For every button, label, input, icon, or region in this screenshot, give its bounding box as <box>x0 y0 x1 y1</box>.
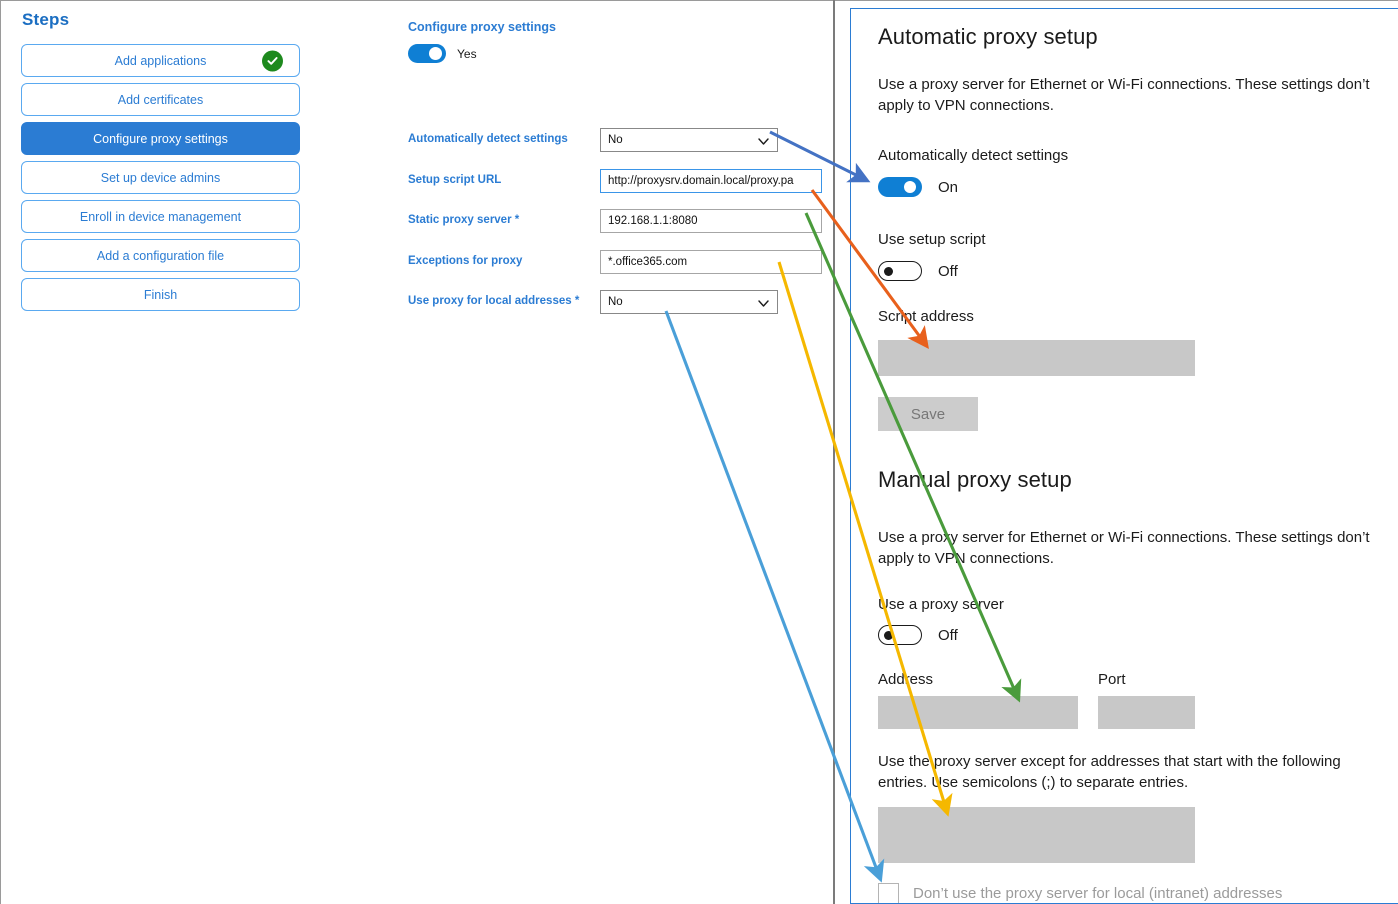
field-label-text: Automatically detect settings <box>408 133 568 146</box>
configure-proxy-toggle-row: Yes <box>408 44 477 63</box>
input-value <box>878 340 1195 356</box>
setup-script-url-input[interactable]: http://proxysrv.domain.local/proxy.pa <box>600 169 822 193</box>
vertical-divider <box>833 0 835 904</box>
field-row-setup-script-url: Setup script URL http://proxysrv.domain.… <box>408 169 828 193</box>
save-button[interactable]: Save <box>878 397 978 431</box>
step-add-applications[interactable]: Add applications <box>21 44 300 77</box>
step-configure-proxy-settings[interactable]: Configure proxy settings <box>21 122 300 155</box>
field-row-automatically-detect-settings: Automatically detect settings No <box>408 128 828 152</box>
script-address-input[interactable] <box>878 340 1195 376</box>
port-input[interactable] <box>1098 696 1195 729</box>
check-circle-icon <box>262 50 283 71</box>
exceptions-input[interactable] <box>878 807 1195 863</box>
toggle-state-label: On <box>938 178 959 196</box>
use-a-proxy-server-label: Use a proxy server <box>878 596 1004 613</box>
configure-proxy-toggle[interactable] <box>408 44 446 63</box>
chevron-down-icon <box>757 296 770 309</box>
input-value: 192.168.1.1:8080 <box>608 215 698 227</box>
toggle-state-label: Off <box>938 262 958 280</box>
save-button-label: Save <box>910 405 946 423</box>
step-label: Add applications <box>114 53 207 68</box>
use-proxy-for-local-addresses-select[interactable]: No <box>600 290 778 314</box>
step-label: Set up device admins <box>100 170 221 185</box>
automatically-detect-settings-label: Automatically detect settings <box>878 147 1069 164</box>
toggle-state-label: Off <box>938 626 958 644</box>
field-label-text: Setup script URL <box>408 174 502 187</box>
field-control: No <box>600 290 828 314</box>
step-label: Configure proxy settings <box>93 131 228 146</box>
chevron-down-icon <box>757 134 770 147</box>
left-border-rule <box>0 0 1 904</box>
step-add-certificates[interactable]: Add certificates <box>21 83 300 116</box>
input-value <box>878 807 1195 823</box>
field-label: Automatically detect settings <box>408 133 600 147</box>
use-setup-script-row: Off <box>878 261 958 281</box>
field-row-exceptions-for-proxy: Exceptions for proxy *.office365.com <box>408 250 828 274</box>
step-finish[interactable]: Finish <box>21 278 300 311</box>
local-addresses-checkbox-label: Don’t use the proxy server for local (in… <box>913 885 1283 902</box>
field-label: Use proxy for local addresses * <box>408 295 600 309</box>
static-proxy-server-input[interactable]: 192.168.1.1:8080 <box>600 209 822 233</box>
step-label: Finish <box>143 287 178 302</box>
exceptions-for-proxy-input[interactable]: *.office365.com <box>600 250 822 274</box>
input-value: http://proxysrv.domain.local/proxy.pa <box>608 175 794 187</box>
select-value: No <box>608 134 623 146</box>
step-enroll-in-device-management[interactable]: Enroll in device management <box>21 200 300 233</box>
field-control: http://proxysrv.domain.local/proxy.pa <box>600 169 828 193</box>
toggle-knob <box>884 267 893 276</box>
exceptions-description: Use the proxy server except for addresse… <box>878 753 1341 792</box>
input-value: *.office365.com <box>608 256 688 268</box>
manual-proxy-description: Use a proxy server for Ethernet or Wi-Fi… <box>878 529 1370 568</box>
steps-panel: Steps Add applications Add certificates … <box>0 0 330 904</box>
proxy-form-panel: Configure proxy settings Yes Automatical… <box>330 0 833 904</box>
field-label-text: Static proxy server <box>408 214 512 227</box>
local-addresses-checkbox-row: Don’t use the proxy server for local (in… <box>878 883 1283 903</box>
input-value <box>878 696 1078 710</box>
address-input[interactable] <box>878 696 1078 729</box>
form-section-title: Configure proxy settings <box>408 20 556 34</box>
step-label: Add certificates <box>117 92 204 107</box>
windows-proxy-settings-panel: Automatic proxy setup Use a proxy server… <box>850 8 1398 904</box>
step-add-a-configuration-file[interactable]: Add a configuration file <box>21 239 300 272</box>
use-a-proxy-server-row: Off <box>878 625 958 645</box>
port-label: Port <box>1098 671 1126 688</box>
input-value <box>1098 696 1195 710</box>
select-value: No <box>608 296 623 308</box>
field-label: Setup script URL <box>408 174 600 188</box>
field-control: *.office365.com <box>600 250 828 274</box>
script-address-label: Script address <box>878 308 974 325</box>
top-border-rule <box>0 0 1398 1</box>
step-label: Enroll in device management <box>79 209 242 224</box>
field-label: Exceptions for proxy <box>408 255 600 269</box>
toggle-knob <box>904 181 916 193</box>
step-set-up-device-admins[interactable]: Set up device admins <box>21 161 300 194</box>
automatically-detect-settings-toggle[interactable] <box>878 177 922 197</box>
steps-list: Add applications Add certificates Config… <box>21 44 300 317</box>
required-asterisk: * <box>571 295 580 308</box>
toggle-knob <box>884 631 893 640</box>
automatic-proxy-setup-heading: Automatic proxy setup <box>878 24 1098 49</box>
automatically-detect-settings-select[interactable]: No <box>600 128 778 152</box>
manual-proxy-setup-heading: Manual proxy setup <box>878 467 1072 492</box>
toggle-knob <box>429 47 442 60</box>
address-label: Address <box>878 671 934 688</box>
automatic-proxy-description: Use a proxy server for Ethernet or Wi-Fi… <box>878 76 1370 115</box>
field-control: No <box>600 128 828 152</box>
required-asterisk: * <box>511 214 520 227</box>
use-setup-script-label: Use setup script <box>878 231 986 248</box>
steps-title: Steps <box>22 10 70 29</box>
field-row-use-proxy-for-local-addresses: Use proxy for local addresses * No <box>408 290 828 314</box>
field-label: Static proxy server * <box>408 214 600 228</box>
field-label-text: Use proxy for local addresses <box>408 295 572 308</box>
field-row-static-proxy-server: Static proxy server * 192.168.1.1:8080 <box>408 209 828 233</box>
local-addresses-checkbox[interactable] <box>878 883 899 903</box>
field-control: 192.168.1.1:8080 <box>600 209 828 233</box>
step-label: Add a configuration file <box>96 248 225 263</box>
use-setup-script-toggle[interactable] <box>878 261 922 281</box>
configure-proxy-toggle-label: Yes <box>457 46 477 61</box>
use-a-proxy-server-toggle[interactable] <box>878 625 922 645</box>
field-label-text: Exceptions for proxy <box>408 255 523 268</box>
automatically-detect-settings-row: On <box>878 177 958 197</box>
